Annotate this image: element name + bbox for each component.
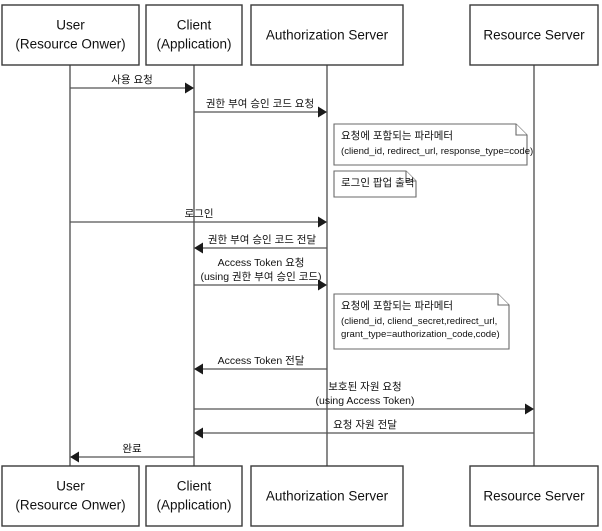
message-arrowhead-m2 [318,106,327,118]
actor-box-client[interactable] [145,465,243,527]
message-m2[interactable]: 권한 부여 승인 코드 요청 [194,98,327,118]
message-label-m7-line2: (using Access Token) [315,395,414,407]
actor-label-client-line2: (Application) [156,37,231,52]
message-m6[interactable]: Access Token 전달 [194,355,327,375]
actor-box-user[interactable] [1,465,140,527]
message-arrowhead-m8 [194,427,203,439]
note-note2[interactable]: 로그인 팝업 출력 [333,170,417,198]
actor-bottom-resource[interactable]: Resource Server [469,465,599,527]
message-label-m1-line1: 사용 요청 [111,74,153,86]
actor-label-auth: Authorization Server [266,489,389,504]
message-m9[interactable]: 완료 [70,442,194,463]
note-text-note3-line2: (cliend_id, cliend_secret,redirect_url, [341,316,497,327]
notes-layer: 요청에 포함되는 파라메터 (cliend_id, redirect_url, r… [333,123,533,350]
message-arrowhead-m6 [194,363,203,375]
actor-box-auth[interactable] [250,465,404,527]
actor-box-client[interactable] [145,4,243,66]
message-arrowhead-m7 [525,403,534,415]
message-label-m6-line1: Access Token 전달 [218,355,305,367]
message-label-m3-line1: 로그인 [185,208,214,220]
message-arrowhead-m4 [194,242,203,254]
actor-top-user[interactable]: User (Resource Onwer) [1,4,140,66]
actor-box-auth[interactable] [250,4,404,66]
message-label-m5-line1: Access Token 요청 [218,257,305,269]
note-fold-icon-note3 [497,294,509,306]
message-label-m7-line1: 보호된 자원 요청 [328,381,401,393]
message-label-m2-line1: 권한 부여 승인 코드 요청 [206,98,314,110]
actor-bottom-user[interactable]: User (Resource Onwer) [1,465,140,527]
actor-label-auth: Authorization Server [266,28,389,43]
message-m4[interactable]: 권한 부여 승인 코드 전달 [194,234,327,254]
actor-box-resource[interactable] [469,465,599,527]
message-arrowhead-m9 [70,451,79,463]
message-label-m8-line1: 요청 자원 전달 [333,419,397,431]
note-shape-note2[interactable] [333,170,417,198]
actor-label-user-line2: (Resource Onwer) [15,498,125,513]
note-note1[interactable]: 요청에 포함되는 파라메터 (cliend_id, redirect_url, r… [333,123,533,166]
note-text-note1-line2: (cliend_id, redirect_url, response_type=… [341,146,533,157]
actor-label-user-line1: User [56,479,85,494]
message-m7[interactable]: 보호된 자원 요청 (using Access Token) [194,381,534,415]
actor-label-user-line1: User [56,18,85,33]
message-label-m4-line1: 권한 부여 승인 코드 전달 [208,234,317,246]
note-note3[interactable]: 요청에 포함되는 파라메터 (cliend_id, cliend_secret,r… [333,293,510,350]
actor-box-user[interactable] [1,4,140,66]
message-label-m9-line1: 완료 [122,442,142,455]
message-m5[interactable]: Access Token 요청 (using 권한 부여 승인 코드) [194,257,327,291]
actor-boxes-layer: User (Resource Onwer) User (Resource Onwer)… [1,4,599,527]
actor-bottom-auth[interactable]: Authorization Server [250,465,404,527]
message-m8[interactable]: 요청 자원 전달 [194,419,534,439]
actor-label-resource: Resource Server [483,489,585,504]
note-text-note2-line1: 로그인 팝업 출력 [341,176,414,189]
note-shape-note1[interactable] [333,123,528,166]
note-fold-icon-note2 [405,171,416,182]
message-label-m5-line2: (using 권한 부여 승인 코드) [200,271,321,283]
message-arrowhead-m3 [318,216,327,228]
note-text-note3-line3: grant_type=authorization_code,code) [341,329,500,340]
note-fold-icon-note1 [515,124,527,136]
actor-label-resource: Resource Server [483,28,585,43]
message-m1[interactable]: 사용 요청 [70,74,194,94]
lifelines-layer [69,65,535,466]
note-text-note1-line1: 요청에 포함되는 파라메터 [341,130,453,142]
note-text-note3-line1: 요청에 포함되는 파라메터 [341,300,453,312]
note-shape-note3[interactable] [333,293,510,350]
actor-label-client-line1: Client [177,18,212,33]
actor-top-resource[interactable]: Resource Server [469,4,599,66]
actor-top-auth[interactable]: Authorization Server [250,4,404,66]
actor-label-client-line1: Client [177,479,212,494]
actor-box-resource[interactable] [469,4,599,66]
actor-label-user-line2: (Resource Onwer) [15,37,125,52]
actor-label-client-line2: (Application) [156,498,231,513]
actor-bottom-client[interactable]: Client (Application) [145,465,243,527]
message-arrowhead-m5 [318,279,327,291]
message-m3[interactable]: 로그인 [70,208,327,228]
actor-top-client[interactable]: Client (Application) [145,4,243,66]
message-arrowhead-m1 [185,82,194,94]
